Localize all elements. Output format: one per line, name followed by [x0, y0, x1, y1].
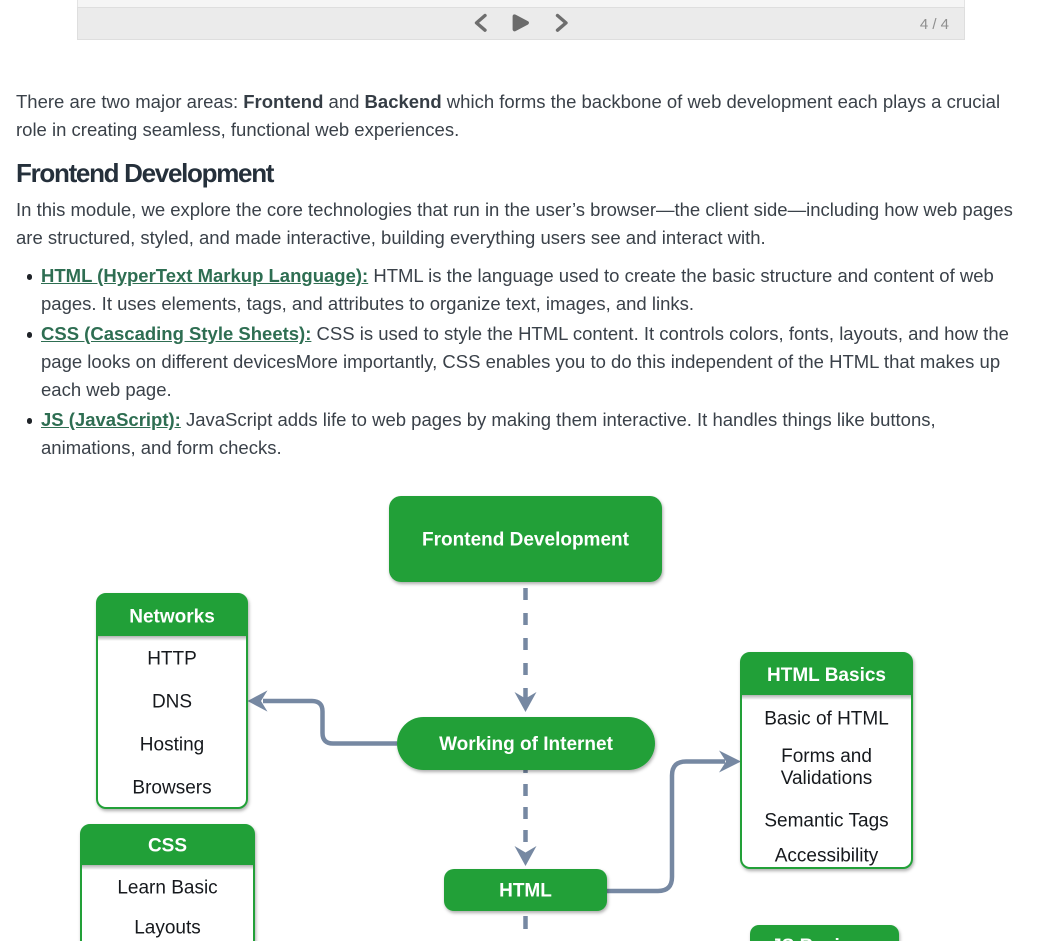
svg-text:Basic of HTML: Basic of HTML: [764, 709, 889, 730]
svg-text:HTML Basics: HTML Basics: [767, 665, 886, 686]
svg-text:Hosting: Hosting: [140, 735, 204, 756]
svg-text:Layouts: Layouts: [134, 918, 201, 939]
svg-text:CSS: CSS: [148, 836, 187, 857]
svg-text:Semantic Tags: Semantic Tags: [764, 811, 888, 832]
svg-text:Validations: Validations: [781, 768, 873, 789]
svg-text:Learn Basic: Learn Basic: [117, 878, 217, 899]
svg-text:Frontend Development: Frontend Development: [422, 530, 630, 551]
svg-text:Forms and: Forms and: [781, 746, 872, 767]
svg-text:Working of Internet: Working of Internet: [439, 734, 613, 755]
svg-text:JS Basics: JS Basics: [771, 936, 861, 941]
svg-text:DNS: DNS: [152, 692, 192, 713]
svg-text:Browsers: Browsers: [132, 778, 211, 799]
svg-text:Networks: Networks: [129, 607, 215, 628]
svg-text:HTTP: HTTP: [147, 649, 197, 670]
svg-text:HTML: HTML: [499, 881, 552, 902]
svg-text:Accessibility: Accessibility: [775, 846, 879, 867]
